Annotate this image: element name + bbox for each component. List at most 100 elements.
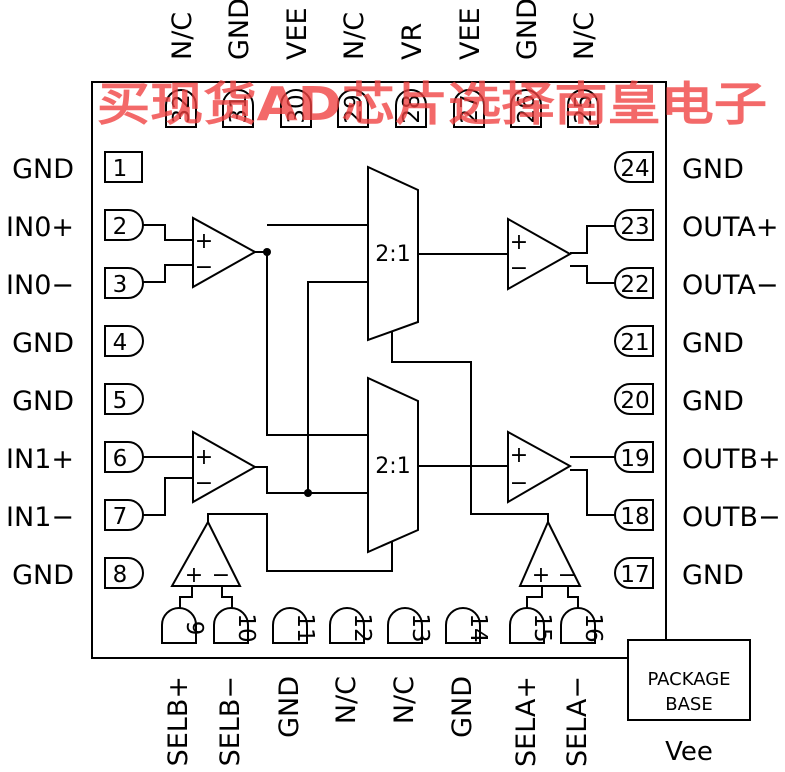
pin-number-25: 25: [571, 94, 597, 123]
junction-dot: [304, 489, 312, 497]
pin-box-20: [614, 383, 654, 415]
pin-box-18: [614, 499, 654, 531]
amp-select-a: + −: [518, 519, 582, 588]
pin-box-32: [165, 89, 197, 128]
pin-name-6: IN1+: [6, 444, 74, 475]
amp-output-a: + −: [507, 217, 573, 291]
pin-box-19: [614, 441, 654, 473]
pin-name-26: GND: [512, 0, 543, 60]
amp-input-1: + −: [192, 430, 258, 504]
watermark-text: 买现货AD芯片选择南皇电子: [97, 77, 767, 131]
pin-name-29: N/C: [339, 12, 370, 60]
pin-box-8: [104, 557, 144, 589]
package-body: [91, 81, 667, 659]
pin-name-18: OUTB−: [682, 502, 781, 533]
amp-plus-sign: +: [532, 563, 550, 588]
amp-minus-sign: −: [510, 471, 528, 496]
pin-box-12: [329, 607, 365, 644]
pin-box-22: [614, 267, 654, 299]
pin-number-22: 22: [620, 272, 649, 298]
pin-name-22: OUTA−: [682, 270, 779, 301]
pin-number-18: 18: [620, 504, 649, 530]
pin-name-16: SELA−: [562, 676, 593, 767]
pin-number-9: 9: [181, 621, 207, 636]
pin-name-21: GND: [682, 328, 744, 359]
amp-minus-sign: −: [558, 563, 576, 588]
pin-name-19: OUTB+: [682, 444, 781, 475]
pin-box-3: [104, 267, 144, 299]
pin-name-13: N/C: [389, 676, 420, 724]
pin-name-31: GND: [224, 0, 255, 60]
pin-box-21: [614, 325, 654, 357]
amp-minus-sign: −: [510, 256, 528, 281]
pin-box-25: [567, 89, 599, 128]
pin-number-17: 17: [620, 562, 649, 588]
package-base-box: [627, 639, 751, 721]
pin-number-10: 10: [233, 613, 259, 642]
amp-minus-sign: −: [212, 563, 230, 588]
pin-number-1: 1: [113, 156, 128, 182]
pin-name-27: VEE: [455, 7, 486, 60]
pin-name-11: GND: [274, 676, 305, 738]
pin-box-17: [614, 557, 654, 589]
amp-minus-sign: −: [195, 471, 213, 496]
pin-number-23: 23: [620, 214, 649, 240]
pin-name-25: N/C: [569, 12, 600, 60]
pin-name-1: GND: [12, 154, 74, 185]
pin-box-1: [104, 151, 143, 183]
internal-wiring: [142, 224, 615, 610]
right-pins: 24 GND 23 OUTA+ 22 OUTA− 21 GND 20 GND 1…: [614, 151, 781, 591]
pin-number-19: 19: [620, 446, 649, 472]
pin-box-7: [104, 499, 144, 531]
pin-box-10: [213, 607, 249, 644]
pin-name-8: GND: [12, 560, 74, 591]
pin-name-5: GND: [12, 386, 74, 417]
left-pins: 1 GND 2 IN0+ 3 IN0− 4 GND 5 GND 6 IN1+ 7…: [6, 151, 144, 591]
pin-number-28: 28: [399, 94, 425, 123]
pin-number-4: 4: [113, 330, 128, 356]
amp-input-0: + −: [192, 216, 258, 289]
pin-box-26: [510, 89, 542, 128]
pin-box-4: [104, 325, 144, 357]
pin-name-7: IN1−: [6, 502, 74, 533]
package-base-label-2: BASE: [665, 694, 712, 715]
pin-box-23: [614, 209, 654, 241]
pin-name-2: IN0+: [6, 212, 74, 243]
pin-number-13: 13: [407, 613, 433, 642]
pin-name-12: N/C: [331, 676, 362, 724]
package-base-label-1: PACKAGE: [647, 669, 730, 690]
pin-number-21: 21: [620, 330, 649, 356]
pin-box-13: [387, 607, 423, 644]
pin-number-8: 8: [113, 562, 128, 588]
pin-box-16: [560, 607, 596, 644]
pin-name-3: IN0−: [6, 270, 74, 301]
pin-number-30: 30: [284, 94, 310, 123]
pin-number-2: 2: [113, 214, 128, 240]
amp-plus-sign: +: [185, 563, 203, 588]
pin-name-23: OUTA+: [682, 212, 779, 243]
pin-box-11: [272, 607, 308, 644]
pin-number-11: 11: [292, 613, 318, 642]
pin-name-4: GND: [12, 328, 74, 359]
pin-name-30: VEE: [282, 7, 313, 60]
pin-name-9: SELB+: [163, 676, 194, 766]
junction-dot: [263, 248, 271, 256]
mux-top-label: 2:1: [375, 242, 410, 267]
pin-box-6: [104, 441, 144, 473]
pin-box-28: [395, 89, 427, 128]
pin-box-24: [614, 151, 654, 183]
amp-output-b: + −: [507, 430, 573, 504]
amp-plus-sign: +: [510, 443, 528, 468]
pin-number-27: 27: [457, 94, 483, 123]
pin-name-10: SELB−: [215, 676, 246, 766]
pin-box-30: [280, 89, 312, 128]
amp-plus-sign: +: [195, 445, 213, 470]
pin-name-15: SELA+: [511, 676, 542, 767]
pin-name-14: GND: [447, 676, 478, 738]
pin-box-9: [161, 607, 197, 644]
pin-number-15: 15: [529, 613, 555, 642]
pin-box-5: [104, 383, 144, 415]
pin-number-29: 29: [341, 94, 367, 123]
amp-plus-sign: +: [510, 230, 528, 255]
